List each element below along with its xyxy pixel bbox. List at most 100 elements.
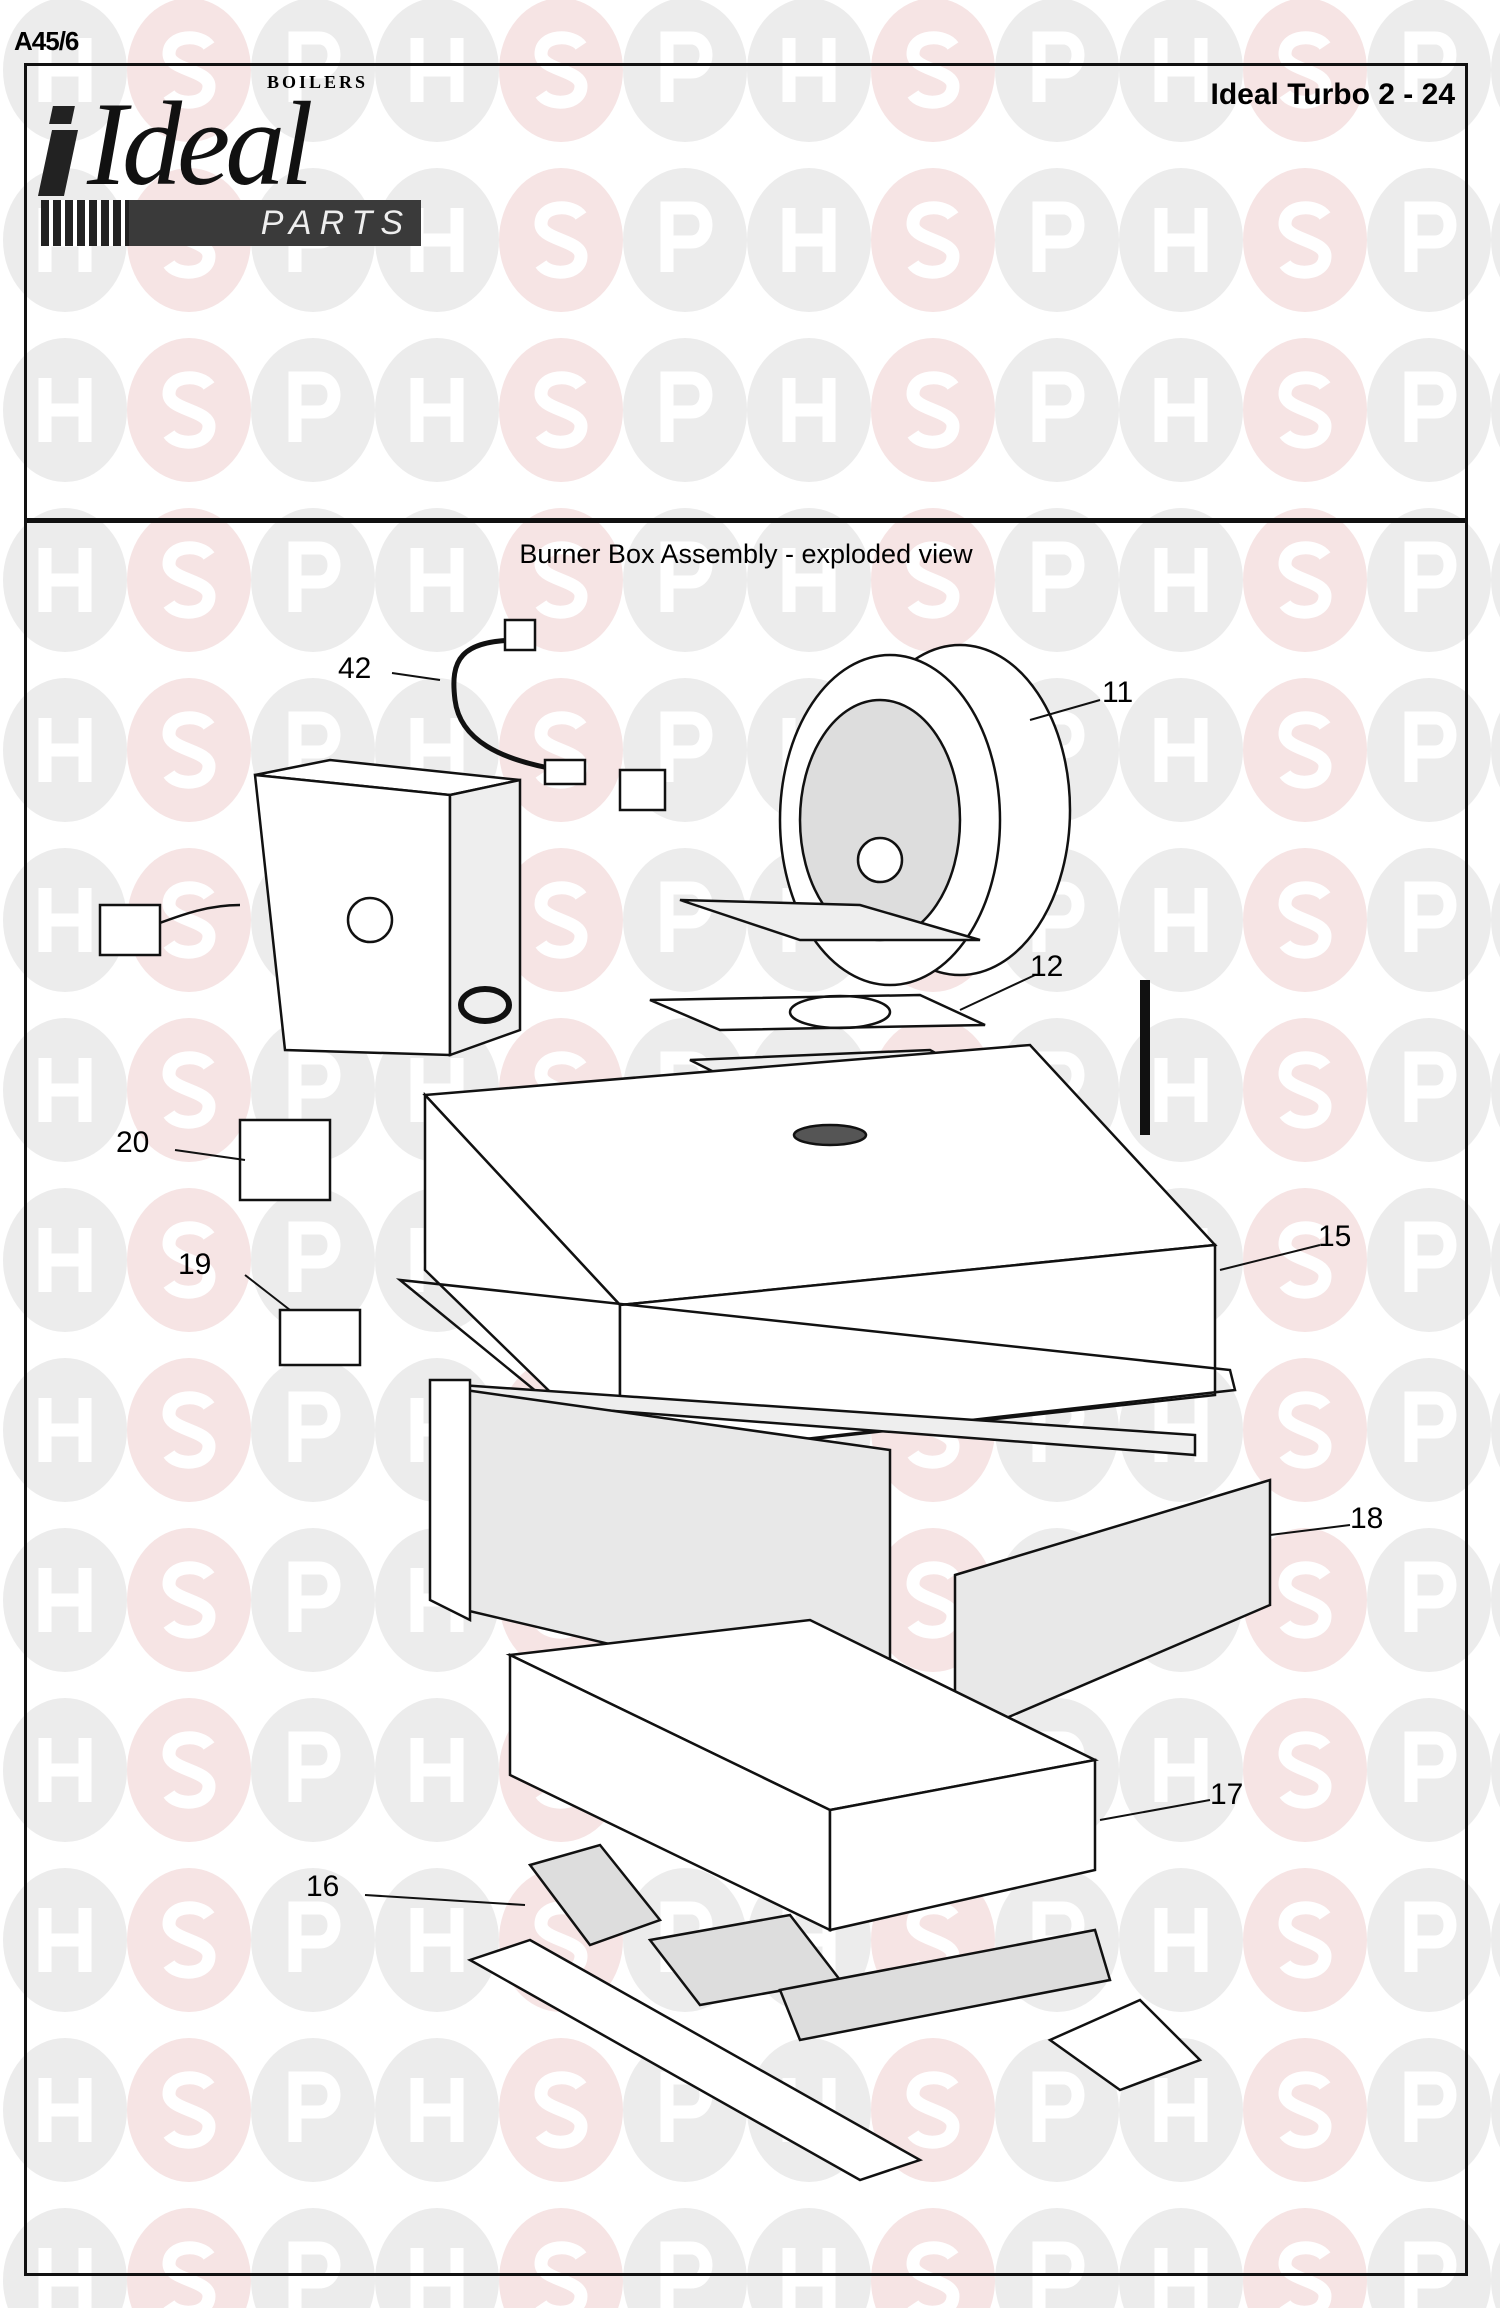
watermark-letter-shape	[534, 31, 588, 109]
watermark-letter-shape	[1404, 1731, 1457, 1802]
watermark-letter-shape	[1032, 541, 1085, 612]
model-title: Ideal Turbo 2 - 24	[1210, 78, 1456, 111]
watermark-letter-shape	[1154, 718, 1208, 782]
watermark-letter-shape	[1404, 881, 1457, 952]
watermark-letter-shape	[906, 2071, 960, 2149]
watermark-letter-shape	[288, 541, 341, 612]
watermark-letter-shape	[1154, 888, 1208, 952]
watermark-letter-shape	[38, 378, 92, 442]
watermark-circle	[1491, 2072, 1500, 2148]
watermark-letter-shape	[162, 711, 216, 789]
watermark-letter-shape	[1278, 2071, 1332, 2149]
watermark-circle	[375, 2208, 499, 2308]
watermark-circle	[1243, 2208, 1367, 2308]
watermark-circle	[1491, 202, 1500, 278]
watermark-letter-shape	[660, 371, 713, 442]
watermark-letter-shape	[162, 2241, 216, 2308]
watermark-letter-shape	[38, 888, 92, 952]
watermark-letter-shape	[1154, 38, 1208, 102]
watermark-letter-shape	[410, 1908, 464, 1972]
watermark-letter-shape	[38, 718, 92, 782]
watermark-letter-shape	[38, 2078, 92, 2142]
part-label-18: 18	[1350, 1502, 1384, 1535]
watermark-letter-shape	[1278, 1561, 1332, 1639]
watermark-letter-shape	[162, 1221, 216, 1299]
watermark-letter-shape	[1278, 31, 1332, 109]
watermark-letter-shape	[1278, 1051, 1332, 1129]
watermark-letter-shape	[1032, 371, 1085, 442]
watermark-letter-shape	[1278, 1901, 1332, 1979]
header-box: BOILERS Ideal PARTS Ideal Turbo 2 - 24	[24, 63, 1468, 521]
watermark-letter-shape	[782, 548, 836, 612]
watermark-letter-shape	[288, 1901, 341, 1972]
part-label-42: 42	[338, 652, 372, 685]
watermark-circle	[871, 2208, 995, 2308]
watermark-letter-shape	[1404, 201, 1457, 272]
logo-boilers: BOILERS	[267, 72, 369, 92]
pressure-switch-box	[98, 758, 522, 1057]
watermark-letter-shape	[1404, 711, 1457, 782]
watermark-letter-shape	[38, 1908, 92, 1972]
watermark-letter-shape	[1278, 541, 1332, 619]
part-label-11: 11	[1102, 676, 1134, 709]
fan-part-11	[778, 643, 1072, 987]
burner-bars-part-16	[466, 1843, 1203, 2182]
watermark-letter-shape	[1032, 881, 1085, 952]
watermark-letter-shape	[410, 548, 464, 612]
watermark-letter-shape	[410, 2078, 464, 2142]
watermark-letter-shape	[162, 371, 216, 449]
watermark-letter-shape	[162, 2071, 216, 2149]
watermark-circle	[3, 2208, 127, 2308]
burner-part-17	[505, 1618, 1099, 1932]
watermark-letter-shape	[534, 2071, 588, 2149]
watermark-circle	[1491, 2242, 1500, 2308]
watermark-letter-shape	[1278, 201, 1332, 279]
watermark-letter-shape	[288, 2241, 341, 2308]
watermark-letter-shape	[288, 1221, 341, 1292]
watermark-letter-shape	[1278, 1391, 1332, 1469]
watermark-letter-shape	[288, 371, 341, 442]
watermark-letter-shape	[1154, 1058, 1208, 1122]
watermark-circle	[1491, 542, 1500, 618]
watermark-letter-shape	[1032, 2071, 1085, 2142]
watermark-letter-shape	[162, 541, 216, 619]
watermark-letter-shape	[1404, 1221, 1457, 1292]
watermark-circle	[127, 2208, 251, 2308]
watermark-letter-shape	[162, 1391, 216, 1469]
watermark-letter-shape	[1404, 1901, 1457, 1972]
logo-brand: Ideal	[87, 77, 314, 210]
watermark-letter-shape	[1154, 548, 1208, 612]
watermark-letter-shape	[1154, 2078, 1208, 2142]
watermark-circle	[1491, 1222, 1500, 1298]
watermark-circle	[747, 2208, 871, 2308]
watermark-circle	[1367, 2208, 1491, 2308]
watermark-circle	[1491, 1732, 1500, 1808]
watermark-letter-shape	[288, 1051, 341, 1122]
watermark-letter-shape	[660, 201, 713, 272]
watermark-letter-shape	[1278, 1731, 1332, 1809]
watermark-letter-shape	[534, 201, 588, 279]
watermark-letter-shape	[1404, 1051, 1457, 1122]
watermark-letter-shape	[782, 378, 836, 442]
watermark-letter-shape	[906, 541, 960, 619]
watermark-letter-shape	[38, 1058, 92, 1122]
watermark-letter-shape	[162, 881, 216, 959]
watermark-letter-shape	[1154, 1908, 1208, 1972]
watermark-letter-shape	[1404, 1391, 1457, 1462]
watermark-letter-shape	[1032, 31, 1085, 102]
igniter-part-20	[238, 1118, 332, 1202]
watermark-letter-shape	[162, 1731, 216, 1809]
watermark-letter-shape	[288, 1391, 341, 1462]
watermark-letter-shape	[534, 371, 588, 449]
watermark-letter-shape	[1154, 378, 1208, 442]
ideal-parts-logo: BOILERS Ideal PARTS	[37, 72, 421, 248]
watermark-letter-shape	[534, 881, 588, 959]
part-label-15: 15	[1318, 1220, 1352, 1253]
watermark-letter-shape	[1278, 371, 1332, 449]
watermark-circle	[499, 2208, 623, 2308]
watermark-letter-shape	[660, 541, 713, 612]
watermark-letter-shape	[38, 2248, 92, 2308]
watermark-letter-shape	[288, 2071, 341, 2142]
watermark-circle	[1491, 372, 1500, 448]
